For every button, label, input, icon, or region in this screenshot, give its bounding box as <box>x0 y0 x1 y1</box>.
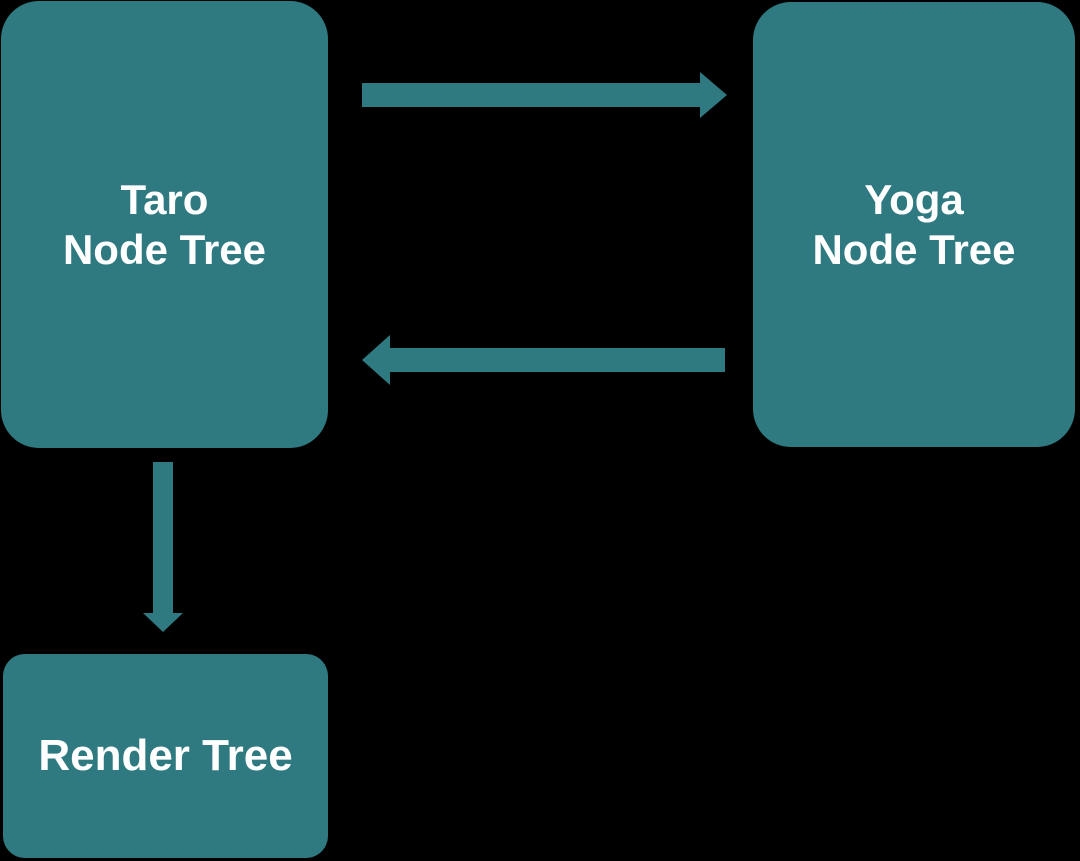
node-taro-node-tree: Taro Node Tree <box>1 1 328 448</box>
node-yoga-label-line2: Node Tree <box>812 225 1016 273</box>
node-render-tree: Render Tree <box>3 654 328 858</box>
node-render-label-line1: Render Tree <box>38 731 293 781</box>
arrow-down-icon <box>143 462 183 632</box>
arrow-right-icon <box>362 72 727 118</box>
node-yoga-node-tree: Yoga Node Tree <box>753 2 1075 447</box>
node-taro-label: Taro Node Tree <box>63 175 266 273</box>
node-yoga-label-line1: Yoga <box>864 176 964 224</box>
node-yoga-label: Yoga Node Tree <box>812 175 1015 273</box>
arrow-left-icon <box>362 335 725 385</box>
node-render-label: Render Tree <box>38 730 292 781</box>
node-taro-label-line1: Taro <box>120 176 209 224</box>
node-taro-label-line2: Node Tree <box>62 225 267 273</box>
